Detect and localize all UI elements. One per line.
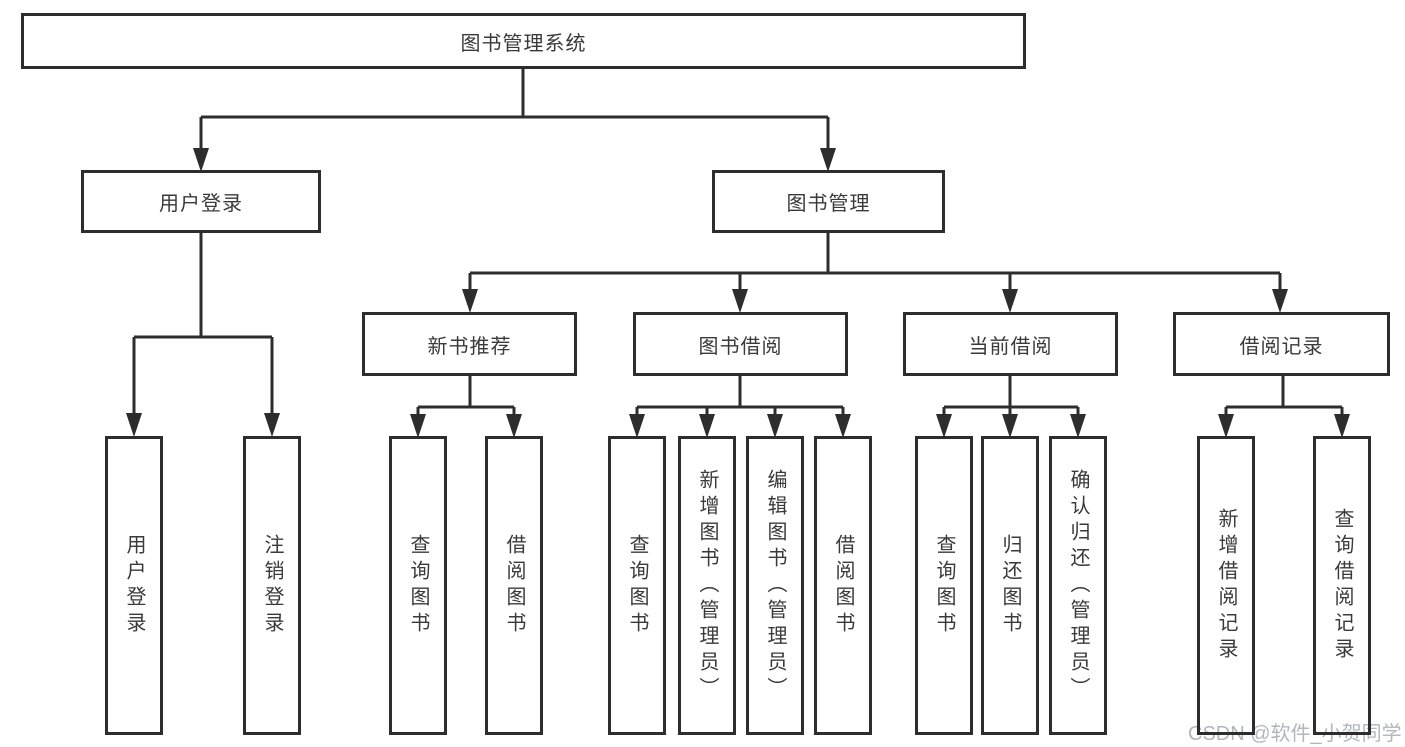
arrow-down-icon	[1070, 414, 1086, 438]
node-book-borrowing: 图书借阅	[633, 312, 848, 376]
arrow-down-icon	[1272, 289, 1288, 313]
arrow-down-icon	[462, 289, 478, 313]
node-current-borrowing: 当前借阅	[903, 312, 1118, 376]
leaf-recommend-query-books: 查询图书	[389, 436, 447, 735]
node-library-management-system: 图书管理系统	[21, 13, 1026, 69]
arrow-down-icon	[732, 289, 748, 313]
leaf-current-return-books: 归还图书	[981, 436, 1039, 735]
csdn-watermark: CSDN @软件_小贺同学	[1188, 723, 1402, 745]
arrow-down-icon	[193, 148, 209, 172]
node-new-book-recommendation: 新书推荐	[362, 312, 577, 376]
branch-lines	[132, 69, 1344, 420]
arrow-down-icon	[506, 414, 522, 438]
leaf-records-query-borrow-record: 查询借阅记录	[1313, 436, 1371, 735]
leaf-current-confirm-return-admin: 确认归还（管理员）	[1049, 436, 1107, 735]
node-user-login: 用户登录	[81, 170, 321, 233]
arrow-down-icon	[1218, 414, 1234, 438]
arrow-down-icon	[1002, 289, 1018, 313]
leaf-logout: 注销登录	[243, 436, 301, 735]
node-book-management: 图书管理	[712, 170, 945, 233]
leaf-current-query-books: 查询图书	[915, 436, 973, 735]
arrow-down-icon	[820, 148, 836, 172]
arrow-down-icon	[936, 414, 952, 438]
leaf-records-add-borrow-record: 新增借阅记录	[1197, 436, 1255, 735]
arrow-down-icon	[410, 414, 426, 438]
leaf-borrow-query-books: 查询图书	[608, 436, 666, 735]
arrow-down-icon	[835, 414, 851, 438]
leaf-borrow-add-books-admin: 新增图书（管理员）	[678, 436, 736, 735]
arrowhead-icons	[126, 148, 1350, 438]
arrow-down-icon	[264, 413, 280, 437]
arrow-down-icon	[1334, 414, 1350, 438]
arrow-down-icon	[126, 413, 142, 437]
arrow-down-icon	[767, 414, 783, 438]
arrow-down-icon	[629, 414, 645, 438]
node-borrowing-records: 借阅记录	[1173, 312, 1390, 376]
arrow-down-icon	[699, 414, 715, 438]
arrow-down-icon	[1002, 414, 1018, 438]
leaf-recommend-borrow-books: 借阅图书	[485, 436, 543, 735]
leaf-borrow-edit-books-admin: 编辑图书（管理员）	[746, 436, 804, 735]
leaf-user-login: 用户登录	[105, 436, 163, 735]
leaf-borrow-borrow-books: 借阅图书	[814, 436, 872, 735]
